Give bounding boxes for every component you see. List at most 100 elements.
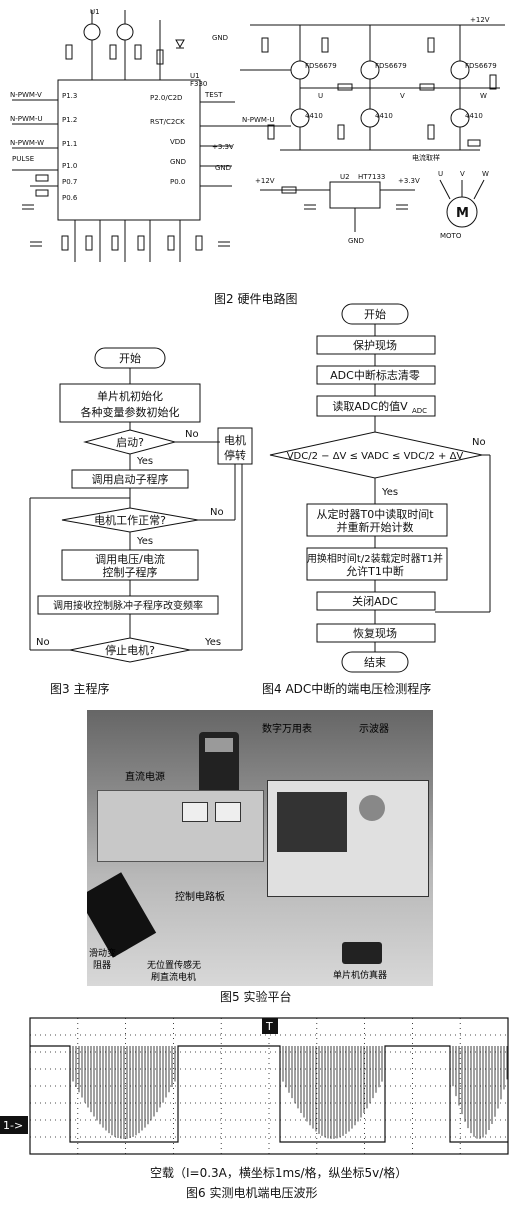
fig3-call-vc2: 控制子程序 [103,565,158,579]
fig2-pin-left-0: P1.3 [62,92,77,100]
fig3-init1: 单片机初始化 [97,389,163,403]
fig2-pin-right-4: P0.0 [170,178,185,186]
fig2-gnd-mcu: GND [215,164,231,172]
fig3-no-3: No [36,637,50,648]
fig2-signal-pwm-u: N-PWM-U [242,116,275,124]
fig3-no-2: No [210,507,224,518]
channel-marker: 1-> [3,1119,23,1132]
fig2-pin-right-0: P2.0/C2D [150,94,182,102]
fig4-step-close-adc: 关闭ADC [352,594,398,608]
fig3-yes-1: Yes [136,456,153,467]
fig5-caption: 图5 实验平台 [220,990,292,1004]
fig3-start: 开始 [119,351,141,365]
fig6-caption: 图6 实测电机端电压波形 [186,1186,318,1200]
fig2-pin-left-3: P1.0 [62,162,77,170]
label-multimeter: 数字万用表 [262,724,312,735]
fig2-current-sense: 电流取样 [412,153,440,162]
fig4-step-restore: 恢复现场 [353,626,397,640]
label-oscilloscope: 示波器 [359,724,389,735]
fig2-reg-ref: U2 [340,173,350,181]
fig2-motor-phase-w: W [482,170,489,178]
waveform-envelope [30,1045,508,1143]
trigger-marker: T [265,1020,273,1033]
fig2-pin-left-5: P0.6 [62,194,78,202]
fig2-mcu-label: U1 [90,8,100,16]
label-control-board: 控制电路板 [175,892,225,903]
fig2-motor-phase-v: V [460,170,465,178]
fig2-mcu-part: F330 [190,80,207,88]
fig3-call-start: 调用启动子程序 [92,472,169,486]
fig2-gnd-led: GND [212,34,228,42]
fig3-yes-2: Yes [136,536,153,547]
fig2-supply-33v: +3.3V [212,143,234,151]
oscilloscope-knob [359,795,385,821]
fig2-driver-2: 4410 [375,112,393,120]
fig2-motor-label: MOTO [440,232,462,240]
label-rheostat-1: 滑动变 [89,949,117,959]
fig3-call-pulse: 调用接收控制脉冲子程序改变频率 [53,599,203,612]
fig2-mosfet-1: FDS6679 [305,62,337,70]
fig4-step-protect: 保护现场 [353,338,397,352]
hardware-circuit-diagram: U1 U1 F330 P1.3 P1.2 P1.1 P1.0 P0.7 P0.6… [10,8,505,262]
oscilloscope-screen [277,792,347,852]
fig2-phase-u: U [318,92,323,100]
fig4-step-load-t1-a: 用换相时间t/2装载定时器T1并 [307,552,443,565]
fig4-step-read-adc: 读取ADC的值V [332,399,408,413]
emulator-shape [342,942,382,964]
motor-voltage-waveform: 1-> T [0,1017,509,1155]
fig4-step-read-t0-a: 从定时器T0中读取时间t [316,507,434,521]
fig2-regulator: HT7133 [358,173,385,181]
fig4-no: No [472,437,486,448]
fig3-q-stop: 停止电机? [105,643,155,657]
fig2-phase-w: W [480,92,487,100]
fig3-init2: 各种变量参数初始化 [81,405,180,419]
label-motor-1: 无位置传感无 [147,961,202,971]
adc-interrupt-flowchart: 开始 保护现场 ADC中断标志清零 读取ADC的值V VDC/2 − ΔV ≤ … [269,303,491,673]
fig4-start: 开始 [364,307,386,321]
fig2-gnd-reg: GND [348,237,364,245]
fig2-pin-left-1: P1.2 [62,116,77,124]
fig2-supply-12v: +12V [470,16,490,24]
fig4-step-clear-flag: ADC中断标志清零 [330,368,420,382]
label-dc-supply: 直流电源 [125,772,165,783]
fig2-test-label: TEST [204,91,223,99]
fig2-supply-33v-reg: +3.3V [398,177,420,185]
fig3-stop1: 电机 [224,433,246,447]
fig4-step-read-t0-b: 并重新开始计数 [337,520,414,534]
fig3-q-normal: 电机工作正常? [94,513,166,527]
fig2-pin-right-2: VDD [170,138,186,146]
fig2-signal-w: N-PWM-W [10,139,44,147]
fig2-phase-v: V [400,92,405,100]
fig2-pin-right-3: GND [170,158,186,166]
fig3-call-vc1: 调用电压/电流 [95,552,165,566]
fig2-pin-right-1: RST/C2CK [150,118,185,126]
fig4-caption: 图4 ADC中断的端电压检测程序 [262,682,432,696]
fig2-mosfet-3: FDS6679 [465,62,497,70]
fig3-stop2: 停转 [224,448,246,462]
fig2-signal-pulse: PULSE [12,155,34,163]
fig2-mcu-ref: U1 [190,72,200,80]
label-rheostat-2: 阻器 [93,961,112,971]
dc-supply-shape [97,790,264,862]
fig2-driver-1: 4410 [305,112,323,120]
fig6-condition: 空载（I=0.3A，横坐标1ms/格，纵坐标5v/格） [150,1166,408,1180]
fig2-pin-left-2: P1.1 [62,140,77,148]
experiment-platform-photo: 数字万用表 示波器 直流电源 控制电路板 滑动变 阻器 无位置传感无 刷直流电机… [87,710,433,986]
fig2-signal-u: N-PWM-U [10,115,43,123]
label-motor-2: 刷直流电机 [151,973,197,983]
multimeter-display [205,738,233,752]
label-emulator: 单片机仿真器 [333,971,388,981]
fig2-caption: 图2 硬件电路图 [214,292,298,306]
fig2-motor-phase-u: U [438,170,443,178]
fig4-end: 结束 [364,656,386,669]
fig3-q-start: 启动? [116,436,144,449]
fig4-step-load-t1-b: 允许T1中断 [346,564,404,578]
motor-shape [87,872,157,958]
fig3-no-1: No [185,429,199,440]
main-program-flowchart: 开始 单片机初始化 各种变量参数初始化 启动? 电机 停转 调用启动子程序 电机… [29,347,253,663]
fig2-motor-symbol: M [456,206,469,221]
fig2-mosfet-2: FDS6679 [375,62,407,70]
fig2-signal-v: N-PWM-V [10,91,42,99]
dc-supply-meter-1 [182,802,208,822]
fig2-supply-12v-reg: +12V [255,177,275,185]
